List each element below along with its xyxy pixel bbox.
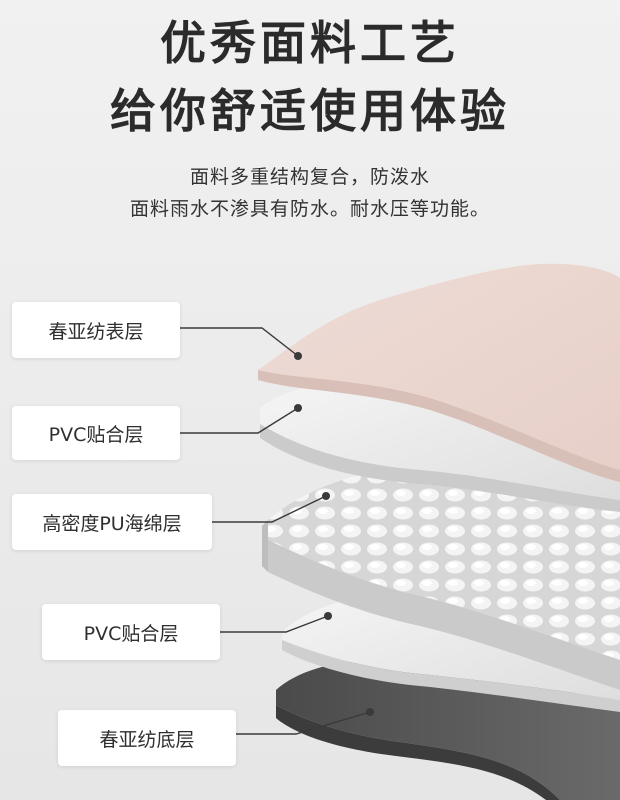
description-line-1: 面料多重结构复合，防泼水	[189, 166, 430, 188]
leader-dot-4	[324, 612, 332, 620]
description-line-2: 面料雨水不渗具有防水。耐水压等功能。	[129, 198, 490, 220]
layer-2-shape	[260, 380, 620, 500]
page-title-line-1: 优秀面料工艺	[160, 16, 460, 70]
layer-label-2: PVC贴合层	[12, 406, 180, 460]
layer-1-shape	[258, 263, 620, 470]
layer-label-4: PVC贴合层	[42, 604, 220, 660]
page-title-line-2: 给你舒适使用体验	[110, 84, 510, 138]
leader-dot-3	[322, 492, 330, 500]
leader-dot-5	[366, 708, 374, 716]
layer-3-shape	[268, 466, 620, 660]
layer-label-3: 高密度PU海绵层	[12, 494, 212, 550]
leader-line-3	[212, 495, 327, 523]
layer-4-shape	[282, 594, 620, 700]
leader-line-1	[180, 327, 299, 357]
leader-line-4	[220, 615, 329, 633]
leader-line-5	[236, 711, 371, 735]
leader-dot-2	[294, 404, 302, 412]
layer-label-5: 春亚纺底层	[58, 710, 236, 766]
leader-dot-1	[294, 352, 302, 360]
leader-line-2	[180, 407, 299, 434]
layer-label-1: 春亚纺表层	[12, 302, 180, 358]
